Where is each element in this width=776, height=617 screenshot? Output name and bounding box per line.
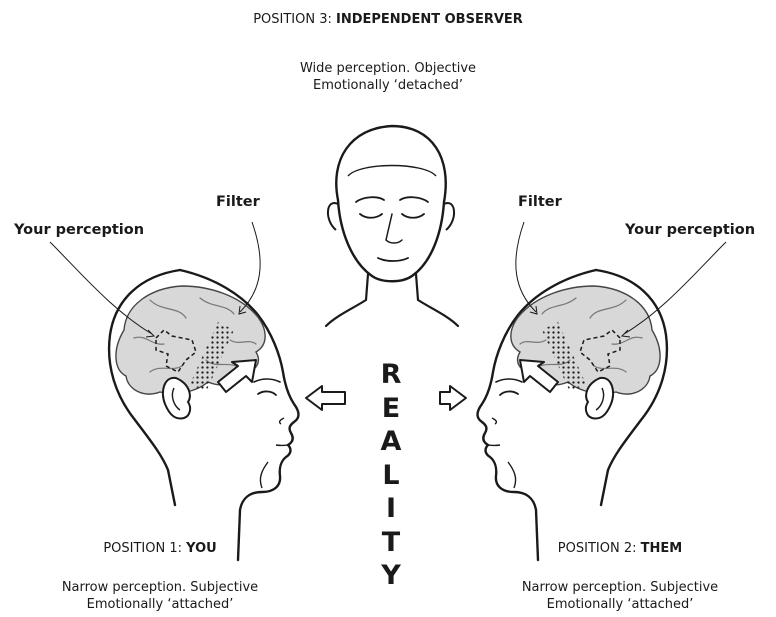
left-filter-label: Filter: [216, 194, 260, 210]
right-head-icon: [478, 270, 667, 560]
right-position-prefix: POSITION 2:: [558, 541, 641, 556]
arrow-right-icon: [440, 386, 466, 410]
left-description: Narrow perception. Subjective Emotionall…: [30, 579, 290, 613]
left-position-title: POSITION 1: YOU: [40, 541, 280, 556]
observer-position-prefix: POSITION 3:: [253, 12, 336, 27]
reality-letter: Y: [371, 559, 411, 593]
observer-desc-line1: Wide perception. Objective: [0, 60, 776, 77]
right-position-title: POSITION 2: THEM: [500, 541, 740, 556]
observer-description: Wide perception. Objective Emotionally ‘…: [0, 60, 776, 94]
reality-vertical-label: R E A L I T Y: [371, 358, 411, 593]
reality-letter: I: [371, 492, 411, 526]
reality-letter: A: [371, 425, 411, 459]
left-head-icon: [109, 270, 298, 560]
reality-letter: R: [371, 358, 411, 392]
observer-desc-line2: Emotionally ‘detached’: [0, 77, 776, 94]
right-filter-label: Filter: [518, 194, 562, 210]
observer-position-title: POSITION 3: INDEPENDENT OBSERVER: [0, 12, 776, 27]
reality-letter: E: [371, 392, 411, 426]
left-desc-line1: Narrow perception. Subjective: [30, 579, 290, 596]
left-perception-label: Your perception: [14, 222, 144, 238]
arrow-left-icon: [306, 386, 345, 410]
right-description: Narrow perception. Subjective Emotionall…: [490, 579, 750, 613]
right-desc-line1: Narrow perception. Subjective: [490, 579, 750, 596]
right-desc-line2: Emotionally ‘attached’: [490, 596, 750, 613]
left-position-name: YOU: [186, 541, 217, 556]
left-desc-line2: Emotionally ‘attached’: [30, 596, 290, 613]
reality-letter: L: [371, 459, 411, 493]
observer-position-name: INDEPENDENT OBSERVER: [336, 12, 523, 27]
right-perception-label: Your perception: [625, 222, 755, 238]
reality-letter: T: [371, 526, 411, 560]
right-position-name: THEM: [641, 541, 683, 556]
left-position-prefix: POSITION 1:: [103, 541, 186, 556]
observer-head-icon: [326, 126, 458, 326]
